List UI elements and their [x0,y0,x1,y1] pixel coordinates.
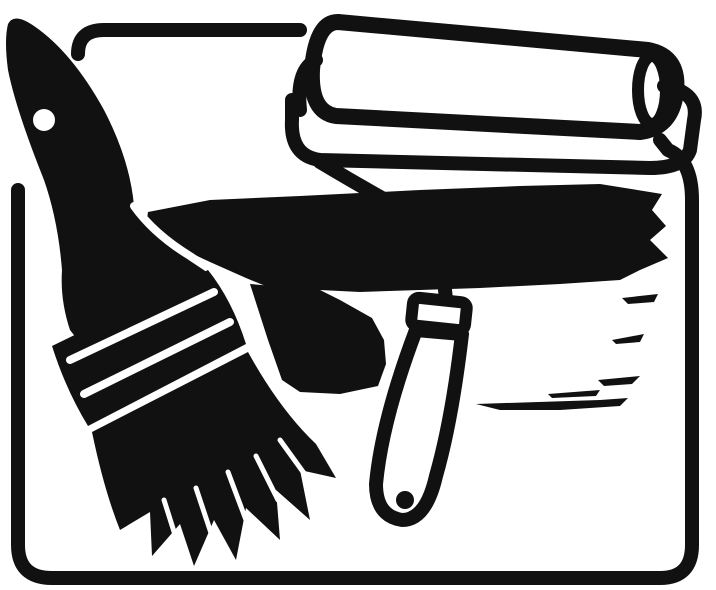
paint-roller-icon [284,14,702,527]
paint-brush-icon [6,18,336,566]
paint-stroke [146,184,668,410]
